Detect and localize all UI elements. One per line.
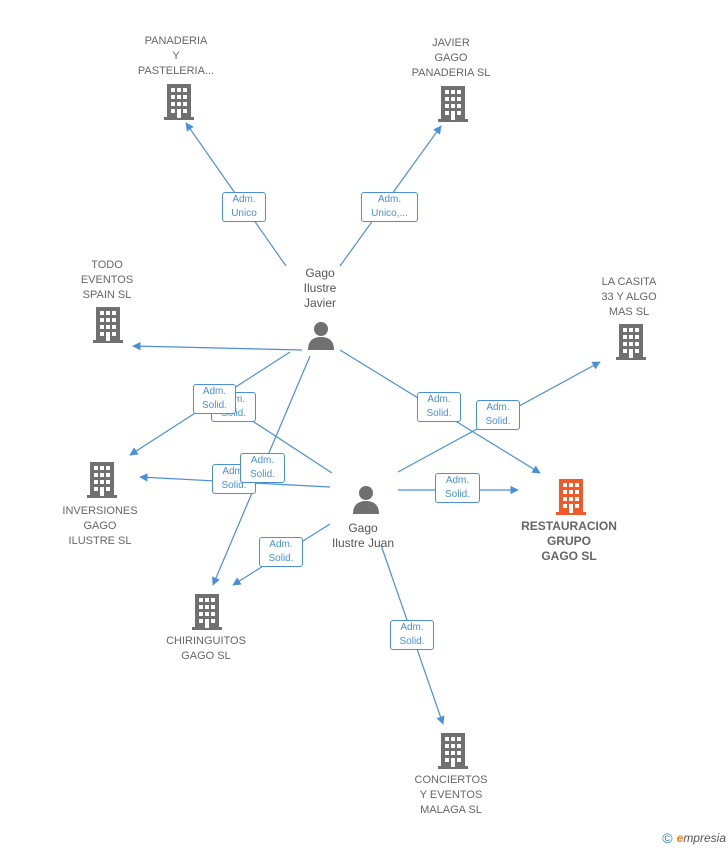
building-icon bbox=[93, 307, 123, 343]
edge-label-javier-chiringuitos[interactable]: Adm. Solid. bbox=[259, 537, 303, 567]
edge-javier-todo bbox=[132, 341, 303, 351]
node-label-panaderia[interactable]: PANADERIA Y PASTELERIA... bbox=[137, 35, 215, 77]
node-label-conciertos[interactable]: CONCIERTOS Y EVENTOS MALAGA SL bbox=[414, 774, 488, 816]
edge-label-juan-conciertos[interactable]: Adm. Solid. bbox=[390, 620, 434, 650]
edge-label-javier-panaderia[interactable]: Adm. Unico bbox=[222, 192, 266, 222]
person-nodes bbox=[308, 322, 379, 514]
person-icon bbox=[308, 322, 334, 350]
building-icon bbox=[164, 84, 194, 120]
building-icon bbox=[438, 86, 468, 122]
company-nodes bbox=[87, 84, 646, 769]
edge-label-juan-restauracion[interactable]: Adm. Solid. bbox=[435, 473, 480, 503]
edge-label-javier-todo[interactable]: Adm. Solid. bbox=[193, 384, 236, 414]
building-icon bbox=[192, 594, 222, 630]
person-icon bbox=[353, 486, 379, 514]
node-label-javier[interactable]: Gago Ilustre Javier bbox=[303, 266, 337, 310]
building-icon bbox=[616, 324, 646, 360]
building-icon bbox=[87, 462, 117, 498]
edge-label-javier-javiergago[interactable]: Adm. Unico,... bbox=[361, 192, 418, 222]
copyright-icon: © bbox=[662, 830, 673, 846]
building-icon bbox=[438, 733, 468, 769]
node-label-la-casita[interactable]: LA CASITA 33 Y ALGO MAS SL bbox=[601, 276, 657, 318]
edge-label-javier-restauracion[interactable]: Adm. Solid. bbox=[417, 392, 461, 422]
node-label-chiringuitos[interactable]: CHIRINGUITOS GAGO SL bbox=[166, 635, 246, 662]
node-label-juan[interactable]: Gago Ilustre Juan bbox=[331, 521, 395, 550]
node-label-inversiones[interactable]: INVERSIONES GAGO ILUSTRE SL bbox=[62, 505, 138, 547]
building-icon bbox=[556, 479, 586, 515]
node-label-todo-eventos[interactable]: TODO EVENTOS SPAIN SL bbox=[80, 259, 134, 301]
brand-logo: empresia bbox=[676, 831, 726, 845]
node-label-restauracion[interactable]: RESTAURACION GRUPO GAGO SL bbox=[521, 519, 617, 563]
footer-brand: © empresia bbox=[662, 830, 726, 846]
node-label-javier-gago[interactable]: JAVIER GAGO PANADERIA SL bbox=[411, 37, 491, 79]
edge-label-javier-inversiones[interactable]: Adm. Solid. bbox=[240, 453, 285, 483]
edge-label-juan-lacasita[interactable]: Adm. Solid. bbox=[476, 400, 520, 430]
